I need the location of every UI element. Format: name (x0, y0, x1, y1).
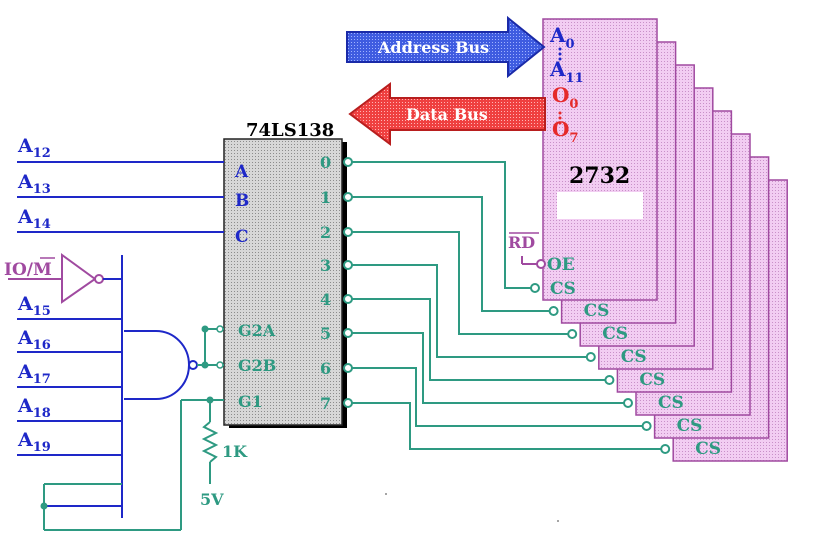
memory-chip-cs-label: CS (584, 301, 610, 321)
cs-inversion-bubble (567, 329, 578, 339)
nand-gate (124, 325, 224, 400)
decoder-label: 74LS138 (246, 120, 334, 141)
cs-pin-label: CS (550, 279, 576, 299)
output-bubble (343, 260, 353, 270)
cs-wire-1 (352, 196, 550, 312)
junction-dot (201, 325, 209, 333)
address-line-a16: A16 (17, 327, 51, 353)
output-bubble (343, 328, 353, 338)
decoder-input-a: A (234, 162, 249, 182)
address-line-a18: A18 (17, 395, 51, 421)
chip-label-blank (557, 192, 643, 219)
address-bus-arrow: Address Bus (346, 15, 546, 79)
supply-voltage: 5V (200, 490, 224, 509)
data-pin-o0: O0 (552, 83, 578, 112)
address-line-a19: A19 (17, 429, 51, 455)
cs-inversion-bubble (623, 398, 633, 408)
decoder-enable-g2a: G2A (238, 321, 276, 340)
iom-inverter: IO/M (4, 253, 122, 304)
cs-wire-2 (352, 231, 569, 335)
cs-wire-5 (352, 332, 624, 404)
address-pin-a0: A0 (549, 23, 575, 52)
cs-select-wires (352, 161, 671, 454)
data-pin-o7: O7 (552, 117, 578, 146)
data-bus-arrow: Data Bus (348, 82, 546, 146)
address-line-a15: A15 (17, 293, 51, 319)
memory-chip-cs-label: CS (658, 393, 684, 413)
decoder-body (223, 138, 343, 426)
junction-dot (40, 502, 48, 510)
cs-wire-4 (352, 298, 606, 381)
memory-chip-cs-label: CS (602, 324, 628, 344)
decoder-enable-g1: G1 (238, 392, 263, 411)
output-bubble (343, 227, 353, 237)
cs-wire-0 (352, 161, 531, 289)
front-memory-chip: A0 A11 O0 O7 2732 OE CS (547, 23, 643, 299)
oe-inversion-bubble (536, 259, 546, 269)
output-bubble (343, 192, 353, 202)
address-line-a12: A12 (17, 135, 51, 161)
memory-chip-0 (542, 18, 658, 301)
address-line-a17: A17 (17, 361, 51, 387)
cs-wire-3 (352, 264, 587, 358)
decoder-input-c: C (235, 227, 249, 247)
decoder-output-6: 6 (320, 359, 331, 378)
memory-chip-label: 2732 (569, 163, 630, 189)
decoder-output-7: 7 (320, 394, 331, 413)
decoder-output-3: 3 (320, 256, 331, 275)
inverter-triangle (61, 253, 97, 304)
iom-label: IO/M (4, 260, 52, 280)
cs-inversion-bubble (585, 352, 596, 362)
address-line-a13: A13 (17, 171, 51, 197)
decoder-enable-g2b: G2B (238, 356, 276, 375)
decoder-address-inputs: A12 A13 A14 (17, 135, 224, 233)
nand-bubble (188, 360, 198, 370)
cs-inversion-bubble (530, 283, 540, 293)
data-bus-label: Data Bus (406, 105, 488, 124)
address-pin-a11: A11 (549, 57, 584, 86)
memory-chip-cs-label: CS (695, 439, 721, 459)
memory-chip-cs-label: CS (677, 416, 703, 436)
cs-inversion-bubble (660, 444, 671, 454)
g1-enable-circuit: 1K 5V (40, 396, 248, 531)
cs-wire-7 (352, 402, 662, 450)
junction-dot (201, 361, 209, 369)
decoder-74ls138: 74LS138 A B C G2A G2B G1 (223, 120, 347, 428)
decoder-output-1: 1 (320, 188, 331, 207)
address-line-a14: A14 (17, 206, 51, 232)
decoder-output-0: 0 (320, 153, 331, 172)
memory-chip-cs-label: CS (621, 347, 647, 367)
rd-signal: RD (508, 232, 546, 269)
oe-pin-label: OE (547, 255, 575, 275)
rd-label: RD (508, 233, 535, 252)
inverter-bubble (94, 274, 104, 284)
memory-chip-cs-label: CS (639, 370, 665, 390)
cs-inversion-bubble (548, 306, 559, 316)
decoder-output-4: 4 (320, 290, 331, 309)
decoder-output-5: 5 (320, 324, 331, 343)
decoder-output-2: 2 (320, 223, 331, 242)
address-bus-label: Address Bus (377, 38, 489, 57)
resistor-value: 1K (222, 442, 248, 461)
pullup-resistor (201, 421, 219, 463)
cs-inversion-bubble (641, 421, 652, 431)
cs-inversion-bubble (604, 375, 615, 385)
output-bubble (343, 294, 353, 304)
output-bubble (343, 398, 353, 408)
output-bubble (343, 363, 353, 373)
decoder-input-b: B (235, 191, 249, 211)
output-bubble (343, 157, 353, 167)
cs-wire-6 (352, 367, 643, 427)
nand-address-inputs: A15 A16 A17 A18 A19 (17, 255, 123, 518)
